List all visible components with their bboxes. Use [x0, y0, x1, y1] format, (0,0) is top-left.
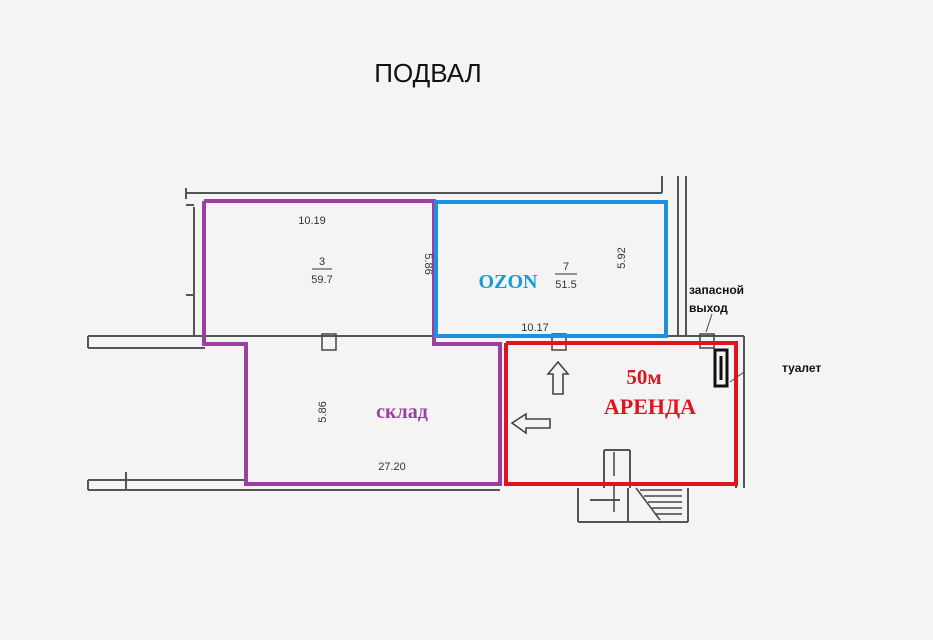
ozon-label: OZON [479, 271, 538, 293]
toilet-icon [713, 348, 745, 388]
room-7-width: 10.17 [521, 322, 549, 334]
storage-depth: 5.86 [317, 401, 329, 422]
stairs-icon [635, 487, 682, 521]
wall-lines [87, 176, 745, 523]
ozon-room-outline [434, 200, 668, 338]
room-7-number: 7 [563, 261, 569, 273]
rent-area-label: 50м [626, 365, 661, 389]
arrow-up-icon [546, 360, 570, 395]
room-3-number: 3 [319, 256, 325, 268]
rent-outline [504, 341, 738, 486]
room-3-area: 59.7 [311, 274, 332, 286]
plan-title: ПОДВАЛ [374, 58, 481, 88]
storage-outline [202, 199, 502, 486]
emergency-exit-label: запасной [689, 283, 744, 297]
storage-label: склад [376, 401, 428, 423]
storage-length: 27.20 [378, 461, 406, 473]
emergency-exit-label-2: выход [689, 301, 728, 315]
arrow-left-icon [510, 412, 551, 435]
rent-label: АРЕНДА [604, 394, 696, 419]
toilet-label: туалет [782, 361, 821, 375]
emergency-exit-pointer [705, 313, 713, 333]
room-3-depth: 5.86 [422, 253, 434, 274]
room-7-depth: 5.92 [616, 247, 628, 268]
room-3-width: 10.19 [298, 215, 326, 227]
room-7-area: 51.5 [555, 279, 576, 291]
